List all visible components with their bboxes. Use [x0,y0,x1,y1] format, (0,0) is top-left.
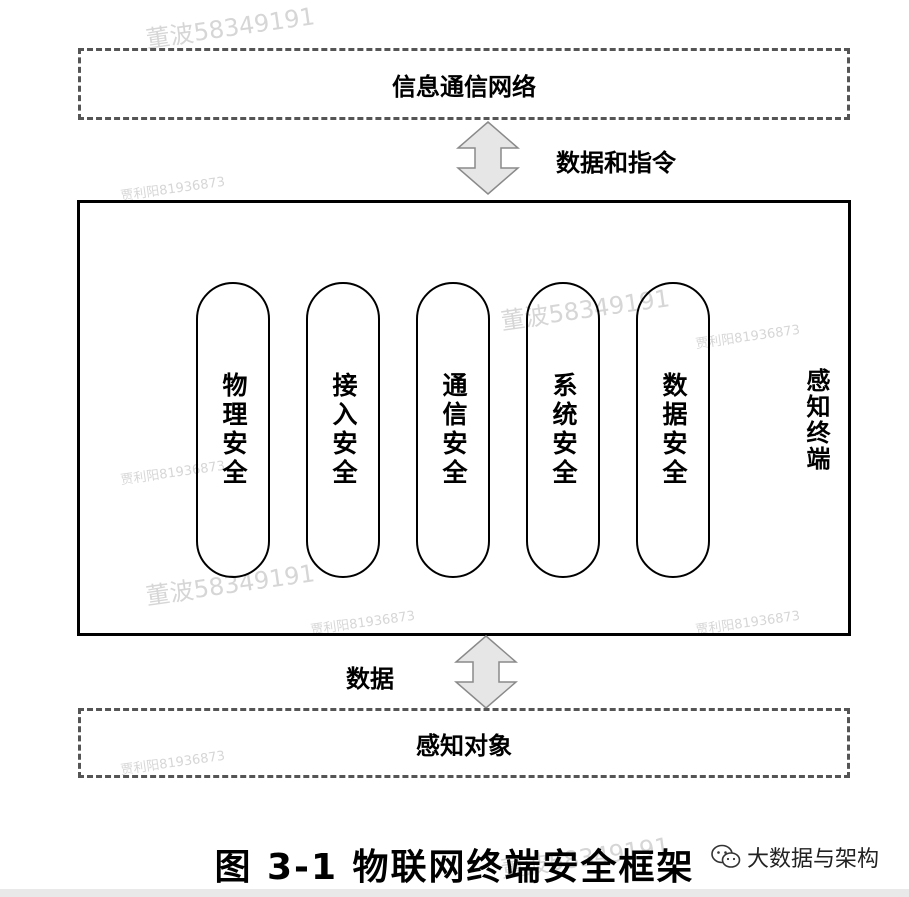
network-box-label: 信息通信网络 [392,72,536,101]
wechat-icon [711,844,741,868]
module-system-security: 系统安全 [526,282,600,578]
module-data-security: 数据安全 [636,282,710,578]
module-label: 系统安全 [549,372,578,488]
module-physical-security: 物理安全 [196,282,270,578]
watermark-large: 董波58349191 [144,2,317,54]
terminal-label: 感知终端 [802,368,830,472]
double-arrow-icon-bottom [454,635,518,709]
figure-caption: 图 3-1 物联网终端安全框架 [214,847,695,888]
brand: 大数据与架构 [711,841,879,873]
module-label: 接入安全 [329,372,358,488]
module-communication-security: 通信安全 [416,282,490,578]
arrow-top-label: 数据和指令 [556,149,676,177]
module-label: 数据安全 [659,372,688,488]
network-box: 信息通信网络 [78,48,850,120]
sensing-object-label: 感知对象 [416,731,512,760]
sensing-object-box: 感知对象 [78,708,850,778]
module-access-security: 接入安全 [306,282,380,578]
brand-label: 大数据与架构 [746,847,879,872]
arrow-bottom-label: 数据 [346,665,394,693]
module-label: 物理安全 [219,372,248,488]
module-label: 通信安全 [439,372,468,488]
bottom-edge [0,889,909,897]
terminal-box: 物理安全 接入安全 通信安全 系统安全 数据安全 感知终端 [77,200,851,636]
double-arrow-icon-top [456,121,520,195]
